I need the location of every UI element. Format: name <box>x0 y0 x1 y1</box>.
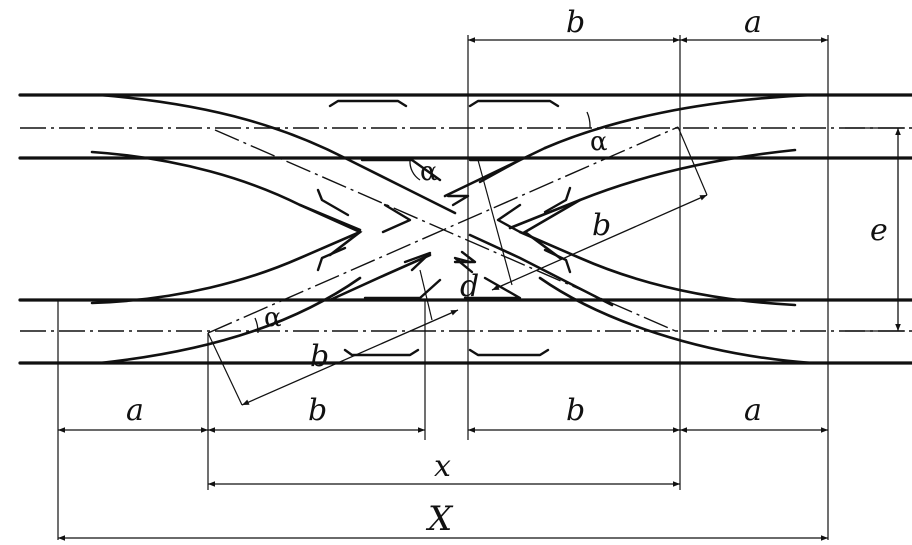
center-point-left <box>446 194 470 207</box>
dim-diag-b-upper <box>491 194 708 291</box>
center-wing-right-bottom <box>453 256 474 274</box>
label-alpha-center: α <box>420 157 438 187</box>
diagonal-rail-b1 <box>443 146 547 198</box>
label-d: d <box>460 269 479 304</box>
label-e: e <box>870 213 888 248</box>
alpha-arc-upper-right <box>586 111 591 129</box>
curve-left-top <box>98 93 347 160</box>
guard-rail-bottom-right <box>468 348 550 357</box>
label-b-diagonal-upper: b <box>592 208 611 243</box>
alpha-arc-center <box>409 159 421 181</box>
label-a-bottom-left: a <box>126 393 144 428</box>
check-rail-left-lower <box>316 246 347 272</box>
label-b-top: b <box>566 5 585 40</box>
dimension-labels: b a α α α b d b e a b b a x X <box>126 5 888 539</box>
label-X: X <box>425 499 454 539</box>
upper-frog-left <box>360 158 442 182</box>
ext-diag-b-lower-1 <box>207 332 243 406</box>
track-centerlines <box>20 127 912 332</box>
center-wing-left-bottom <box>403 251 432 272</box>
label-alpha-upper-right: α <box>590 127 608 157</box>
extension-lines <box>57 35 905 540</box>
center-wing-left-top <box>381 203 412 234</box>
dim-diag-b-lower <box>241 309 459 406</box>
lower-frog-left <box>363 278 442 300</box>
guard-rail-top-right <box>468 99 560 108</box>
label-a-top: a <box>744 5 762 40</box>
label-alpha-lower-left: α <box>264 303 282 333</box>
check-rail-left-upper <box>316 188 350 217</box>
diagonal-rail-c1 <box>298 203 363 257</box>
ext-diag-b-upper-1 <box>677 126 708 196</box>
diagonal-rail-b2 <box>328 253 432 302</box>
turnout-curves <box>90 93 814 365</box>
label-b-diagonal-lower: b <box>310 339 329 374</box>
label-x: x <box>434 449 451 484</box>
label-b-bottom-left: b <box>308 393 327 428</box>
center-point-right <box>453 250 477 264</box>
upper-frog-right <box>468 158 522 184</box>
track-rails <box>18 93 912 365</box>
diagonal-rail-a1 <box>343 156 457 215</box>
guard-rail-top-left <box>328 99 408 108</box>
ext-d-line-1 <box>477 159 513 286</box>
crossing-rails <box>298 146 614 307</box>
label-a-bottom-right: a <box>744 393 762 428</box>
dimension-lines <box>58 37 901 541</box>
curve-left-top-inner <box>90 150 362 232</box>
label-b-bottom-right: b <box>566 393 585 428</box>
curve-right-bottom <box>538 276 814 365</box>
curve-left-bottom-inner <box>90 230 362 305</box>
curve-right-bottom-inner <box>518 230 797 307</box>
curve-right-top <box>543 93 814 150</box>
